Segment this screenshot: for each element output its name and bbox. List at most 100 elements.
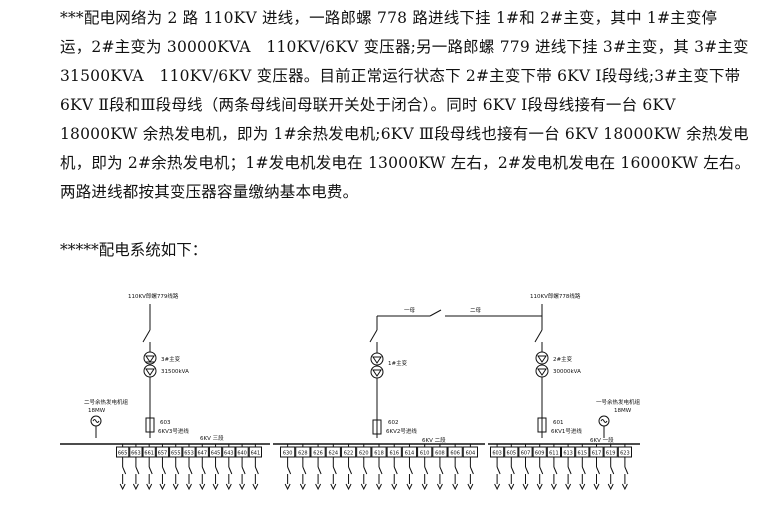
transformer-2-name: 2#主变 <box>553 355 573 363</box>
feeder-cubicle: 617 <box>589 444 604 491</box>
feeder-switch <box>469 466 474 475</box>
feeder-arrow <box>593 483 600 491</box>
feeder-id: 609 <box>535 451 545 457</box>
feeder-arrow <box>159 483 166 491</box>
feeder-arrow <box>452 483 459 491</box>
feeder-id: 607 <box>521 451 531 457</box>
feeder-arrow <box>494 483 501 491</box>
feeder-602-num: 602 <box>388 420 399 426</box>
transformer-3-symbol <box>143 351 157 378</box>
feeder-id: 619 <box>606 451 616 457</box>
paragraph-line: 31500KVA 110KV/6KV 变压器。目前正常运行状态下 2#主变下带 … <box>60 67 741 85</box>
breaker-601-box <box>537 417 547 433</box>
paragraph-line: 运，2#主变为 30000KVA 110KV/6KV 变压器;另一路郎螺 779… <box>60 38 749 56</box>
transformer-2-rating: 30000kVA <box>553 369 581 375</box>
feeder-arrow <box>360 483 367 491</box>
feeder-switch <box>539 466 544 475</box>
feeder-switch <box>424 466 429 475</box>
feeder-switch <box>581 466 586 475</box>
feeder-switch <box>241 466 246 475</box>
feeder-arrow <box>239 483 246 491</box>
feeder-switch <box>148 466 153 475</box>
feeder-switch <box>332 466 337 475</box>
left-incoming-switch <box>142 329 151 343</box>
section-subheading: *****配电系统如下： <box>60 241 208 259</box>
feeder-arrow <box>467 483 474 491</box>
feeder-switch <box>610 466 615 475</box>
feeder-switch <box>363 466 368 475</box>
feeder-arrow <box>579 483 586 491</box>
paragraph-line: ***配电网络为 2 路 110KV 进线，一路郎螺 778 路进线下挂 1#和… <box>60 9 718 27</box>
feeder-id: 623 <box>620 451 630 457</box>
paragraph-line: 两路进线都按其变压器容量缴纳基本电费。 <box>60 183 359 201</box>
feeder-switch <box>624 466 629 475</box>
feeder-arrow <box>508 483 515 491</box>
feeder-switch <box>496 466 501 475</box>
feeder-switch <box>348 466 352 475</box>
feeder-arrow <box>607 483 614 491</box>
feeder-cubicle: 608 <box>432 444 448 491</box>
feeder-switch <box>215 466 220 475</box>
feeder-switch <box>302 466 307 475</box>
feeder-cubicle: 663 <box>129 444 143 491</box>
feeder-cubicle: 623 <box>617 444 632 491</box>
bus-2-label: 6KV 二段 <box>422 436 446 444</box>
feeder-id: 620 <box>359 451 369 457</box>
feeder-switch <box>409 466 413 475</box>
feeder-id: 655 <box>171 451 181 457</box>
generator-1-symbol <box>598 415 610 427</box>
feeder-cubicle: 605 <box>504 444 519 491</box>
feeder-arrow <box>186 483 192 491</box>
feeder-switch <box>254 466 259 475</box>
left-incoming-label: 110KV郎螺779线路 <box>128 292 179 300</box>
generator-2-rating: 18MW <box>88 408 106 414</box>
feeder-cubicle: 628 <box>295 444 311 491</box>
feeder-arrow <box>436 483 443 491</box>
feeder-arrow <box>391 483 398 491</box>
feeder-id: 628 <box>298 451 308 457</box>
feeder-arrow <box>345 483 352 491</box>
feeder-switch <box>175 466 180 475</box>
feeder-arrow <box>252 483 259 491</box>
feeder-601-num: 601 <box>553 420 564 426</box>
feeder-cubicle: 614 <box>401 444 418 491</box>
feeder-id: 603 <box>492 451 502 457</box>
feeder-id: 647 <box>197 451 207 457</box>
feeder-id: 640 <box>237 451 247 457</box>
feeder-switch <box>510 466 515 475</box>
tie-right-label: 二母 <box>470 307 482 314</box>
paragraph-line: 机，即为 2#余热发电机；1#发电机发电在 13000KW 左右，2#发电机发电… <box>60 154 751 172</box>
feeder-id: 613 <box>563 451 573 457</box>
feeder-id: 622 <box>344 451 354 457</box>
feeder-switch <box>439 466 444 475</box>
feeder-switch <box>525 466 529 475</box>
feeder-arrow <box>522 483 529 491</box>
feeder-arrow <box>225 483 232 491</box>
feeder-cubicle: 615 <box>575 444 590 491</box>
feeder-switch <box>393 466 398 475</box>
generator-1-name: 一号余热发电机组 <box>596 398 641 406</box>
transformer-3-name: 3#主变 <box>161 355 181 363</box>
feeder-id: 630 <box>283 451 293 457</box>
right-incoming-switch <box>534 329 543 343</box>
feeder-switch <box>161 466 166 475</box>
feeder-arrow <box>565 483 572 491</box>
feeder-switch <box>201 466 206 475</box>
feeder-cubicle: 613 <box>561 444 576 491</box>
bus-3-label: 6KV 三段 <box>200 434 224 442</box>
feeder-cubicle: 604 <box>462 444 478 491</box>
feeder-cubicle: 610 <box>417 444 433 491</box>
paragraph-line: 6KV Ⅱ段和Ⅲ段母线（两条母线间母联开关处于闭合）。同时 6KV Ⅰ段母线接有… <box>60 96 676 114</box>
transformer-2-symbol <box>535 351 549 378</box>
feeder-switch <box>122 466 127 475</box>
breaker-602-box <box>372 419 382 435</box>
feeder-603-label: 6KV3号进线 <box>158 427 189 435</box>
feeder-cubicle: 640 <box>235 444 249 491</box>
feeder-arrow <box>284 483 291 491</box>
feeder-603-num: 603 <box>160 420 171 426</box>
feeder-cubicle: 647 <box>195 444 209 491</box>
power-distribution-diagram: 110KV郎螺779线路 3#主变 31500kVA 一母 二母 1#主变 11… <box>60 292 641 491</box>
